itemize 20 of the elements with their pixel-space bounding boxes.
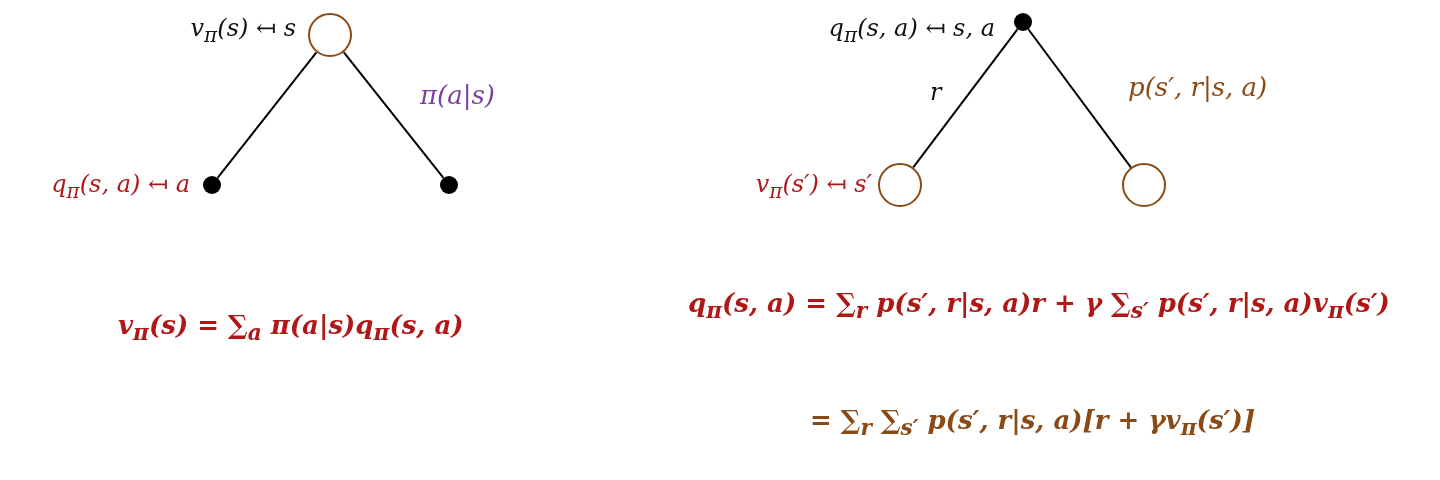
state-circle bbox=[1122, 163, 1166, 207]
tree-edge bbox=[912, 28, 1019, 169]
equation: v$_{π}$(s) = ∑$_{a}$ π(a|s)q$_{π}$(s, a) bbox=[118, 310, 464, 346]
equation: q$_{π}$(s, a) = ∑$_{r}$ p(s′, r|s, a)r + γ ∑$_{s′}$ p(s′, r|s, a)v$_{π}$(s′) bbox=[688, 288, 1390, 324]
value-label: v$_{π}$(s′) ↤ s′ bbox=[755, 170, 872, 203]
edge-label: p(s′, r|s, a) bbox=[1128, 72, 1268, 104]
tree-edge bbox=[342, 51, 445, 179]
value-label: q$_{π}$(s, a) ↤ a bbox=[51, 170, 190, 203]
tree-edge bbox=[1027, 28, 1132, 169]
action-dot bbox=[1014, 13, 1032, 31]
edge-label: r bbox=[930, 78, 942, 107]
state-circle bbox=[308, 13, 352, 57]
value-label: v$_{π}$(s) ↤ s bbox=[190, 14, 296, 47]
state-circle bbox=[878, 163, 922, 207]
tree-edge bbox=[216, 51, 318, 179]
action-dot bbox=[440, 176, 458, 194]
value-label: q$_{π}$(s, a) ↤ s, a bbox=[828, 14, 995, 47]
equation: = ∑$_{r}$ ∑$_{s′}$ p(s′, r|s, a)[r + γv$_{π}$(s′)] bbox=[810, 405, 1255, 441]
edge-label: π(a|s) bbox=[420, 80, 495, 112]
action-dot bbox=[203, 176, 221, 194]
